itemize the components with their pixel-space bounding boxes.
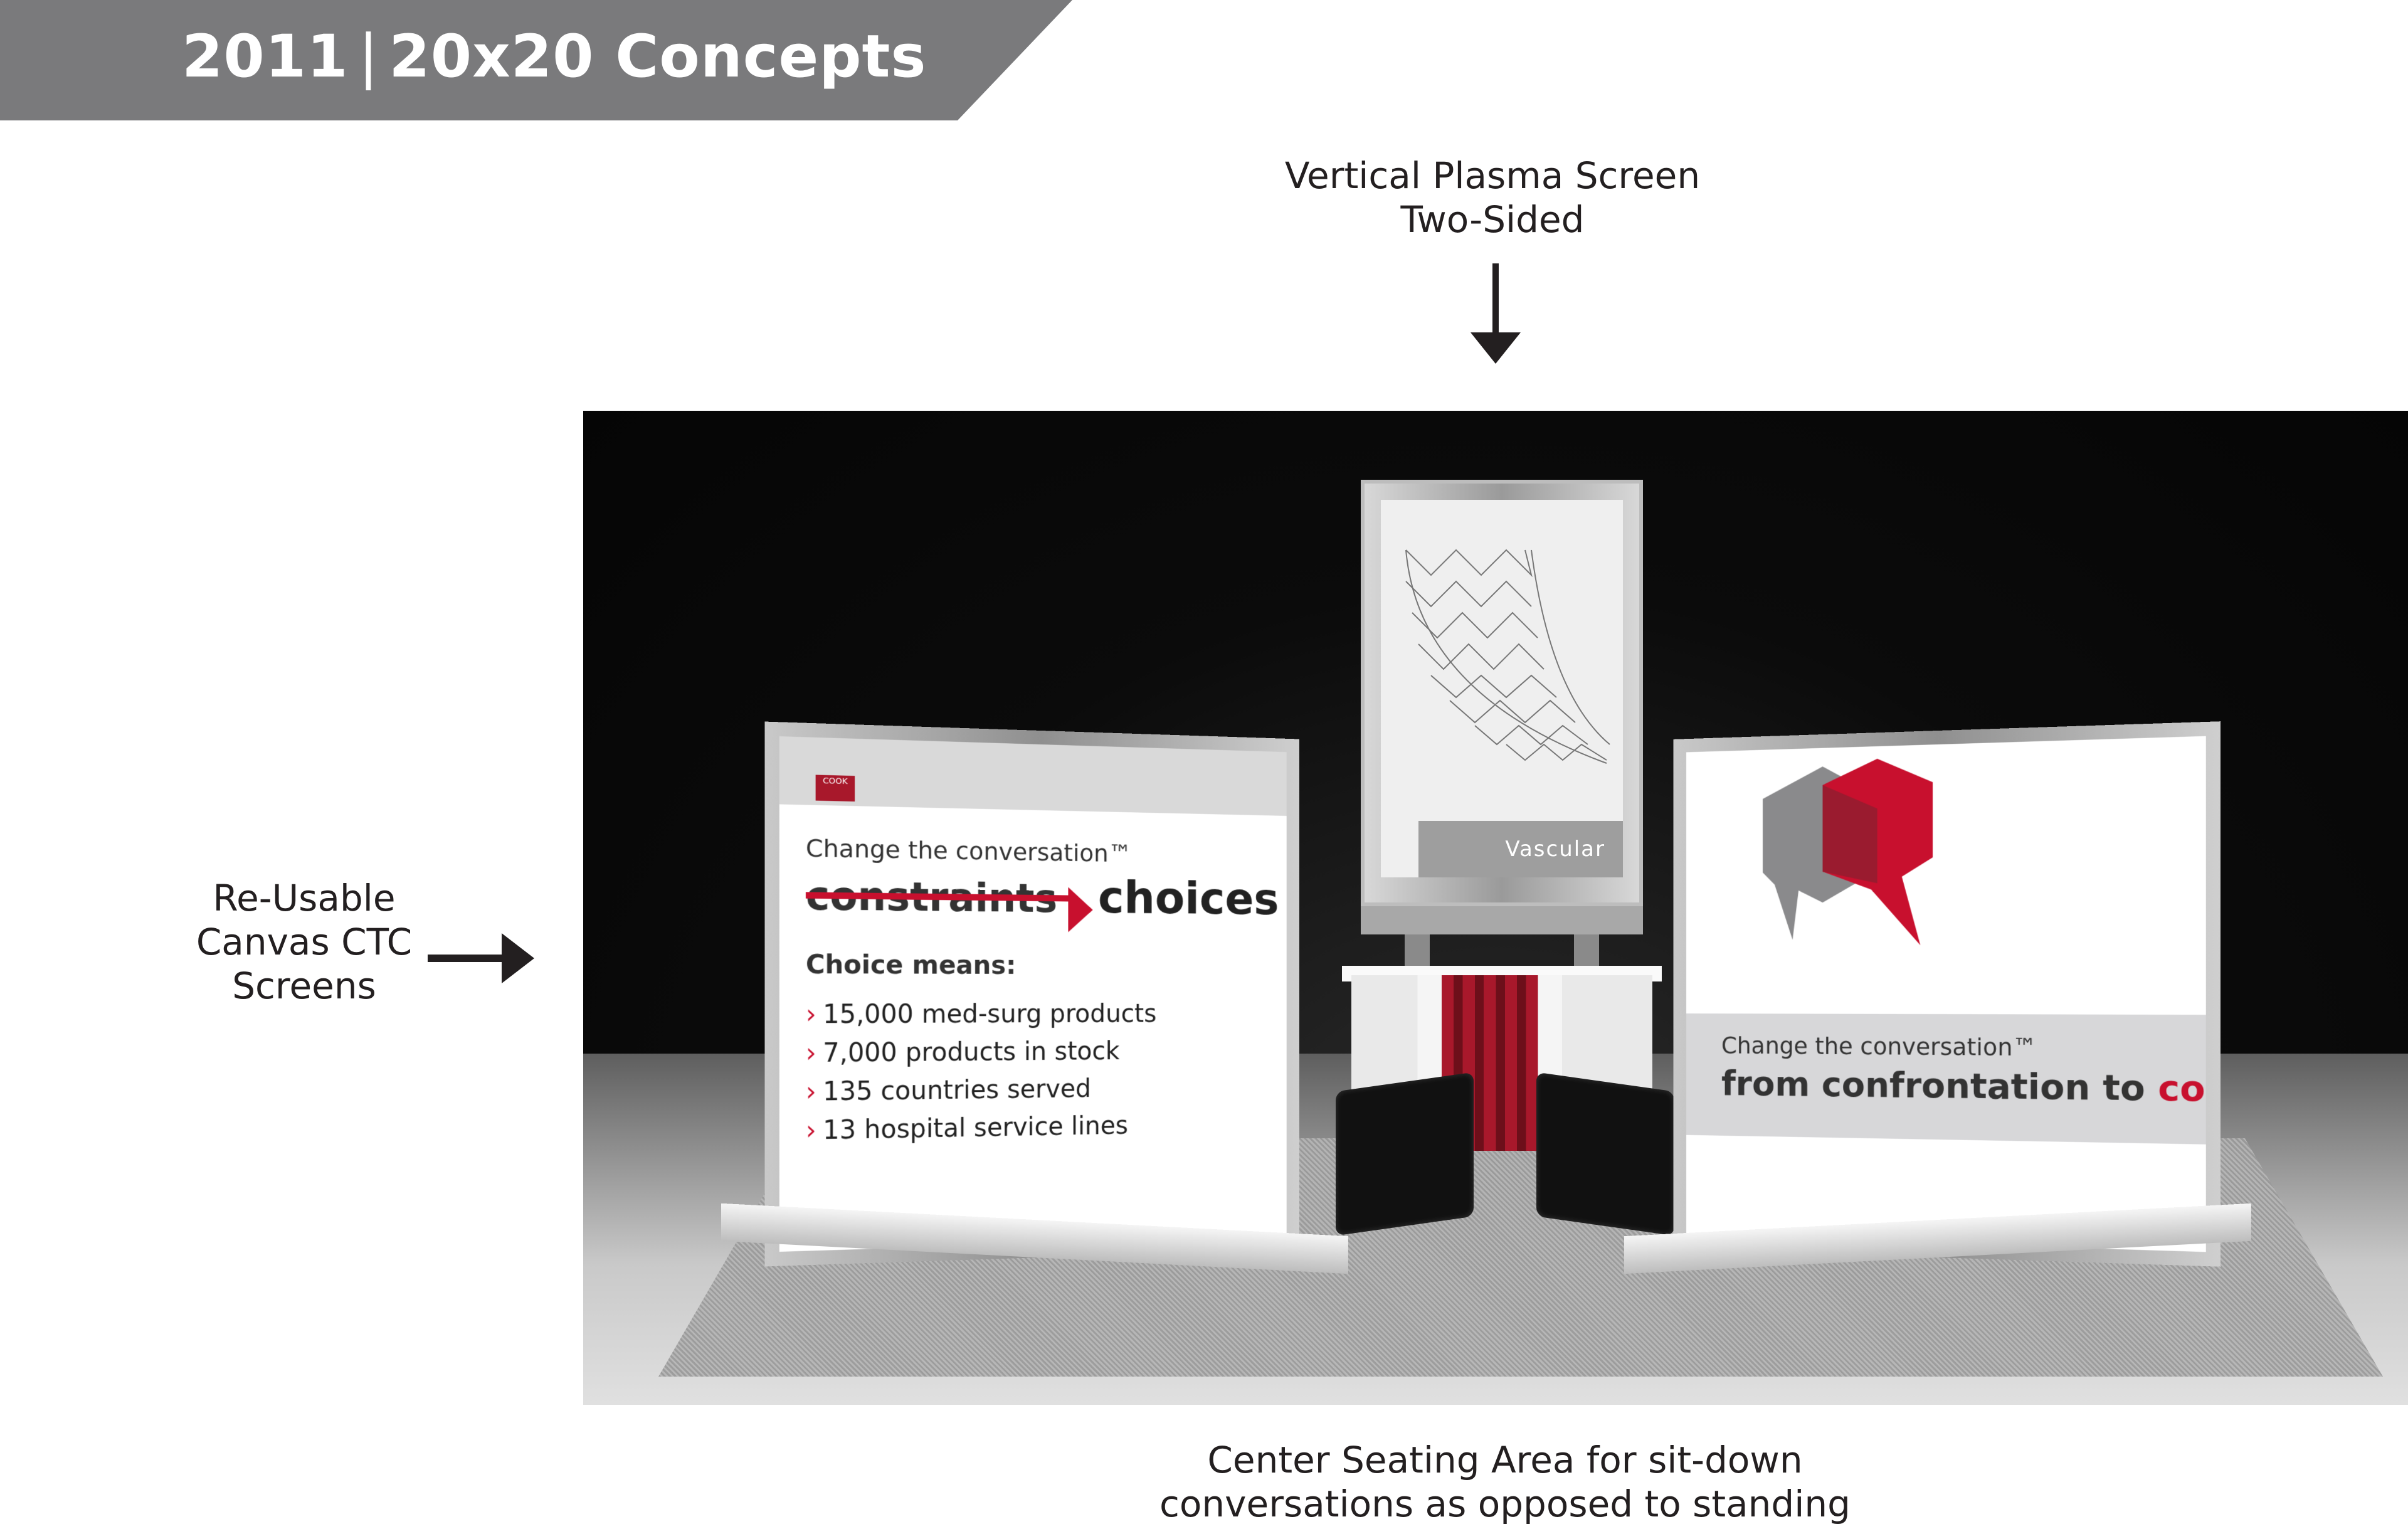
left-top-band xyxy=(779,736,1287,816)
arrow-right-icon xyxy=(428,933,534,983)
plasma-callout: Vertical Plasma Screen Two-Sided xyxy=(1229,154,1756,241)
chair-left xyxy=(1336,1072,1474,1236)
plasma-frame: Vascular xyxy=(1361,480,1643,906)
list-item: ›7,000 products in stock xyxy=(806,1032,1156,1072)
title-text: 20x20 Concepts xyxy=(389,23,927,91)
canvas-callout-line1: Re-Usable xyxy=(213,877,396,919)
right-screen: Change the conversation™ from confrontat… xyxy=(1686,736,2206,1252)
right-tagline: Change the conversation™ xyxy=(1721,1032,2037,1062)
plasma-callout-line2: Two-Sided xyxy=(1400,198,1585,241)
list-item-text: 7,000 products in stock xyxy=(823,1037,1120,1069)
list-item: ›13 hospital service lines xyxy=(806,1106,1156,1150)
canvas-callout-line3: Screens xyxy=(232,965,376,1007)
struck-word: constraints xyxy=(805,872,1070,921)
chevron-right-icon xyxy=(1068,887,1094,933)
headline-highlight: collaboration xyxy=(2158,1067,2206,1114)
arrow-down-icon xyxy=(1471,263,1521,364)
list-item-text: 13 hospital service lines xyxy=(823,1111,1128,1146)
booth-rendering: Vascular COOK Change the conversation™ c… xyxy=(583,411,2408,1405)
left-canvas-panel: COOK Change the conversation™ constraint… xyxy=(764,721,1300,1267)
chair-right xyxy=(1536,1072,1674,1236)
replacement-word: choices xyxy=(1097,870,1279,925)
bullet-chevron-icon: › xyxy=(805,1077,816,1108)
seating-callout-line1: Center Seating Area for sit-down xyxy=(1207,1439,1803,1481)
tower-base xyxy=(1361,906,1643,934)
bullet-chevron-icon: › xyxy=(805,1116,816,1146)
list-item: ›15,000 med-surg products xyxy=(806,995,1156,1034)
title-year: 2011 xyxy=(182,23,349,91)
cook-logo: COOK xyxy=(815,775,855,802)
speech-hexagon-icon xyxy=(1763,757,1933,946)
list-item-text: 135 countries served xyxy=(823,1074,1091,1107)
list-heading: Choice means: xyxy=(805,950,1017,980)
canvas-callout-line2: Canvas CTC xyxy=(196,921,413,963)
plasma-callout-line1: Vertical Plasma Screen xyxy=(1284,154,1701,197)
list-item-text: 15,000 med-surg products xyxy=(823,999,1157,1030)
page-title: 2011|20x20 Concepts xyxy=(182,23,926,91)
title-separator: | xyxy=(358,23,379,91)
stent-graphic xyxy=(1405,549,1610,764)
list-item: ›135 countries served xyxy=(806,1069,1156,1111)
bullet-list: ›15,000 med-surg products ›7,000 product… xyxy=(806,995,1156,1150)
header-banner xyxy=(0,0,1072,120)
headline-prefix: from confrontation to xyxy=(1721,1063,2158,1109)
bullet-chevron-icon: › xyxy=(805,1038,816,1069)
plasma-screen: Vascular xyxy=(1381,500,1623,877)
bullet-chevron-icon: › xyxy=(805,1000,816,1030)
canvas-callout: Re-Usable Canvas CTC Screens xyxy=(144,876,464,1008)
plasma-tower: Vascular xyxy=(1361,480,1643,1358)
left-headline: constraints choices xyxy=(805,866,1279,933)
seating-callout-line2: conversations as opposed to standing xyxy=(1159,1483,1851,1525)
seating-callout: Center Seating Area for sit-down convers… xyxy=(1104,1438,1906,1526)
left-tagline: Change the conversation™ xyxy=(805,833,1132,868)
plasma-band: Vascular xyxy=(1418,821,1623,877)
right-canvas-panel: Change the conversation™ from confrontat… xyxy=(1673,721,2221,1267)
left-screen: COOK Change the conversation™ constraint… xyxy=(779,736,1287,1252)
